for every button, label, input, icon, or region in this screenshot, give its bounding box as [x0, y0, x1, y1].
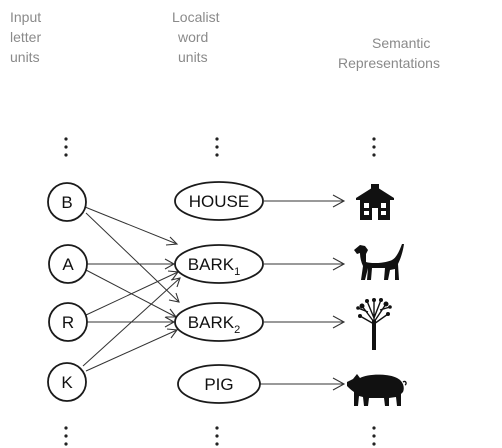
word-unit-bark2: BARK2: [174, 302, 264, 342]
word-unit-pig: PIG: [177, 364, 261, 404]
edge-k-to-bark1: [82, 277, 181, 367]
edge-b-to-bark2: [85, 212, 180, 303]
header-semantic-representations: Semantic Representations: [338, 35, 440, 71]
header-input-line-3: units: [10, 49, 40, 65]
edge-bark1-to-dog-icon: [264, 257, 346, 271]
header-localist-line-3: units: [178, 49, 208, 65]
ellipsis-top-words: [215, 137, 219, 157]
ellipsis-bottom-words: [215, 426, 219, 446]
header-localist-word-units: Localist word units: [172, 9, 220, 65]
header-input-line-1: Input: [10, 9, 41, 25]
house-icon: [356, 184, 394, 220]
word-label-bark2: BARK2: [188, 313, 240, 336]
letter-label-r: R: [62, 313, 74, 332]
letter-label-k: K: [61, 373, 73, 392]
edge-r-to-bark2: [87, 316, 176, 328]
ellipsis-top-letters: [64, 137, 68, 157]
letter-label-b: B: [61, 193, 72, 212]
ellipsis-top-semantics: [372, 137, 376, 157]
header-input-line-2: letter: [10, 29, 41, 45]
letter-unit-r: R: [48, 302, 88, 342]
ellipsis-bottom-letters: [64, 426, 68, 446]
tree-icon: [356, 298, 392, 350]
edge-b-to-bark1: [84, 206, 179, 246]
word-label-house: HOUSE: [189, 192, 249, 211]
header-input-letter-units: Input letter units: [10, 9, 41, 65]
word-label-bark1: BARK1: [188, 255, 240, 278]
word-unit-bark1: BARK1: [174, 244, 264, 284]
letter-unit-k: K: [47, 362, 87, 402]
edge-house-to-house-icon: [264, 194, 346, 208]
edge-k-to-bark2: [85, 328, 179, 372]
word-subscript-bark1: 1: [234, 266, 240, 278]
word-to-semantic-connections: [260, 194, 346, 391]
letter-to-word-connections: [82, 206, 181, 372]
edge-pig-to-pig-icon: [260, 377, 346, 391]
word-label-pig: PIG: [204, 375, 233, 394]
word-subscript-bark2: 2: [234, 324, 240, 336]
letter-unit-b: B: [47, 182, 87, 222]
letter-unit-a: A: [48, 244, 88, 284]
letter-label-a: A: [62, 255, 74, 274]
word-unit-house: HOUSE: [174, 181, 264, 221]
header-semantic-line-2: Representations: [338, 55, 440, 71]
ellipsis-bottom-semantics: [372, 426, 376, 446]
edge-a-to-bark1: [87, 258, 176, 270]
header-semantic-line-1: Semantic: [372, 35, 430, 51]
dog-icon: [354, 244, 404, 280]
header-localist-line-2: word: [177, 29, 208, 45]
header-localist-line-1: Localist: [172, 9, 220, 25]
edge-bark2-to-tree-icon: [264, 315, 346, 329]
pig-icon: [347, 374, 407, 406]
